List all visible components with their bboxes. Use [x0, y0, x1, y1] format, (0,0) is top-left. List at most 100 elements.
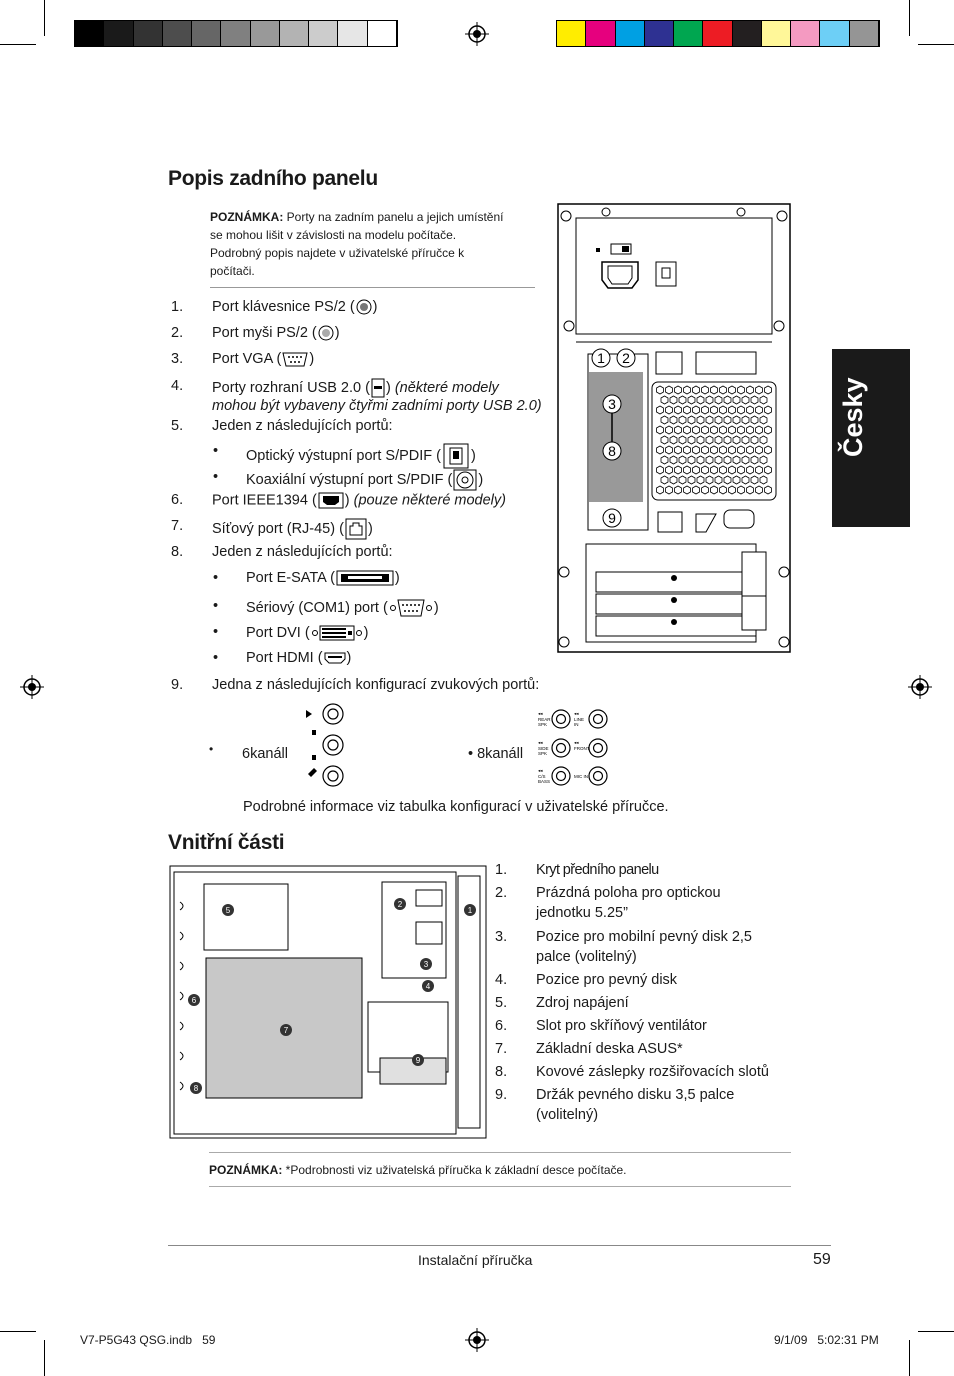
fan-grill-hole	[719, 385, 727, 395]
bullet: •	[213, 650, 219, 666]
section-title-internal: Vnitřní části	[168, 831, 285, 854]
fan-grill-hole	[728, 445, 736, 455]
grayscale-bar	[74, 20, 398, 47]
registration-mark-icon	[908, 675, 932, 699]
fan-grill-hole	[728, 385, 736, 395]
list-item: 2.	[171, 325, 183, 341]
fan-grill-hole	[687, 435, 696, 445]
ps2-mouse-icon	[318, 325, 334, 341]
gray-swatch	[338, 21, 368, 46]
list-item-text: (volitelný)	[536, 1107, 599, 1123]
fan-grill-hole	[741, 415, 750, 425]
item-number: 4.	[171, 378, 184, 394]
crop-mark	[44, 0, 45, 36]
gray-swatch	[104, 21, 134, 46]
fan-grill-hole	[701, 465, 709, 475]
note-label: POZNÁMKA:	[210, 210, 284, 224]
callout-5: 5	[226, 906, 231, 915]
fan-grill-hole	[669, 475, 678, 485]
fan-grill-hole	[705, 475, 714, 485]
svg-text:FRONT: FRONT	[574, 746, 590, 751]
item-label-end: )	[367, 520, 373, 537]
list-item-text: Jedna z následujících konfigurací zvukov…	[212, 677, 540, 693]
fan-grill-hole	[719, 485, 727, 495]
item-label-end: )	[385, 379, 391, 396]
fan-grill-hole	[714, 435, 723, 445]
list-item-number: 2.	[495, 885, 508, 901]
gray-swatch	[75, 21, 105, 46]
item-number: 5.	[171, 418, 184, 434]
fan-grill-hole	[683, 405, 691, 415]
sub-item-text: Port E-SATA ()	[246, 570, 400, 586]
svg-text:◂◂: ◂◂	[538, 768, 543, 773]
callout-8: 8	[194, 1084, 199, 1093]
fan-grill-hole	[669, 435, 678, 445]
fan-grill-hole	[710, 405, 718, 415]
fan-grill-hole	[741, 395, 750, 405]
fan-grill-hole	[683, 465, 691, 475]
divider	[209, 1152, 791, 1153]
item-note: (pouze některé modely)	[353, 492, 506, 509]
fan-grill-hole	[705, 395, 714, 405]
item-label: Port myši PS/2 (	[212, 325, 317, 341]
color-swatch	[586, 21, 616, 46]
fan-grill-hole	[737, 405, 745, 415]
crop-mark	[909, 1340, 910, 1376]
fan-grill-hole	[705, 435, 714, 445]
fan-grill-hole	[750, 475, 759, 485]
fan-grill-hole	[728, 405, 736, 415]
fan-grill-hole	[728, 425, 736, 435]
gray-swatch	[192, 21, 222, 46]
sub-item-text: Port DVI ()	[246, 624, 369, 642]
ps2-keyboard-icon	[356, 299, 372, 315]
fan-grill-hole	[696, 415, 705, 425]
svg-text:◂◂: ◂◂	[538, 711, 543, 716]
gray-swatch	[250, 21, 280, 46]
list-item-text: Pozice pro mobilní pevný disk 2,5	[536, 929, 752, 945]
sub-item-text: Koaxiální výstupní port S/PDIF ()	[246, 469, 483, 491]
fan-grill-hole	[710, 485, 718, 495]
usb-icon	[371, 378, 385, 398]
sub-item-text: Port HDMI ()	[246, 650, 351, 666]
fan-grill-hole	[665, 465, 673, 475]
fan-grill-hole	[746, 385, 754, 395]
list-item-text: Zdroj napájení	[536, 995, 629, 1011]
fan-grill-hole	[665, 445, 673, 455]
list-item-text: Prázdná poloha pro optickou	[536, 885, 721, 901]
callout-3: 3	[424, 960, 429, 969]
list-item-number: 8.	[495, 1064, 508, 1080]
item-label: Port E-SATA (	[246, 570, 335, 586]
fan-grill-hole	[746, 405, 754, 415]
item-label: Sériový (COM1) port (	[246, 599, 388, 616]
list-item-text: Port IEEE1394 () (pouze některé modely)	[212, 492, 506, 509]
fan-grill-hole	[737, 465, 745, 475]
fan-grill-hole	[660, 435, 669, 445]
fan-grill-hole	[678, 415, 687, 425]
fan-grill-hole	[656, 465, 664, 475]
fan-grill-hole	[746, 465, 754, 475]
registration-mark-icon	[20, 675, 44, 699]
fan-grill-hole	[696, 395, 705, 405]
fan-grill-hole	[692, 405, 700, 415]
item-label-end: )	[363, 624, 369, 641]
fan-grill-hole	[660, 455, 669, 465]
item-label-end: )	[471, 447, 476, 464]
note-line: Podrobný popis najdete v uživatelské pří…	[210, 246, 465, 260]
list-item-number: 9.	[495, 1087, 508, 1103]
list-item-text: Síťový port (RJ-45) ()	[212, 518, 373, 540]
fan-grill-hole	[656, 425, 664, 435]
fan-grill-hole	[719, 425, 727, 435]
item-label-end: )	[334, 325, 340, 341]
fan-grill-hole	[759, 415, 768, 425]
color-swatch	[820, 21, 850, 46]
item-label: Koaxiální výstupní port S/PDIF (	[246, 471, 453, 488]
fan-grill-hole	[701, 385, 709, 395]
serial-port-icon	[389, 599, 432, 617]
fan-grill-hole	[746, 445, 754, 455]
list-item-text: palce (volitelný)	[536, 949, 637, 965]
language-tab-label: Česky	[838, 377, 868, 457]
fan-grill-hole	[674, 445, 682, 455]
fan-grill-hole	[656, 385, 664, 395]
fan-grill-hole	[737, 485, 745, 495]
item-label: Port HDMI (	[246, 650, 323, 666]
